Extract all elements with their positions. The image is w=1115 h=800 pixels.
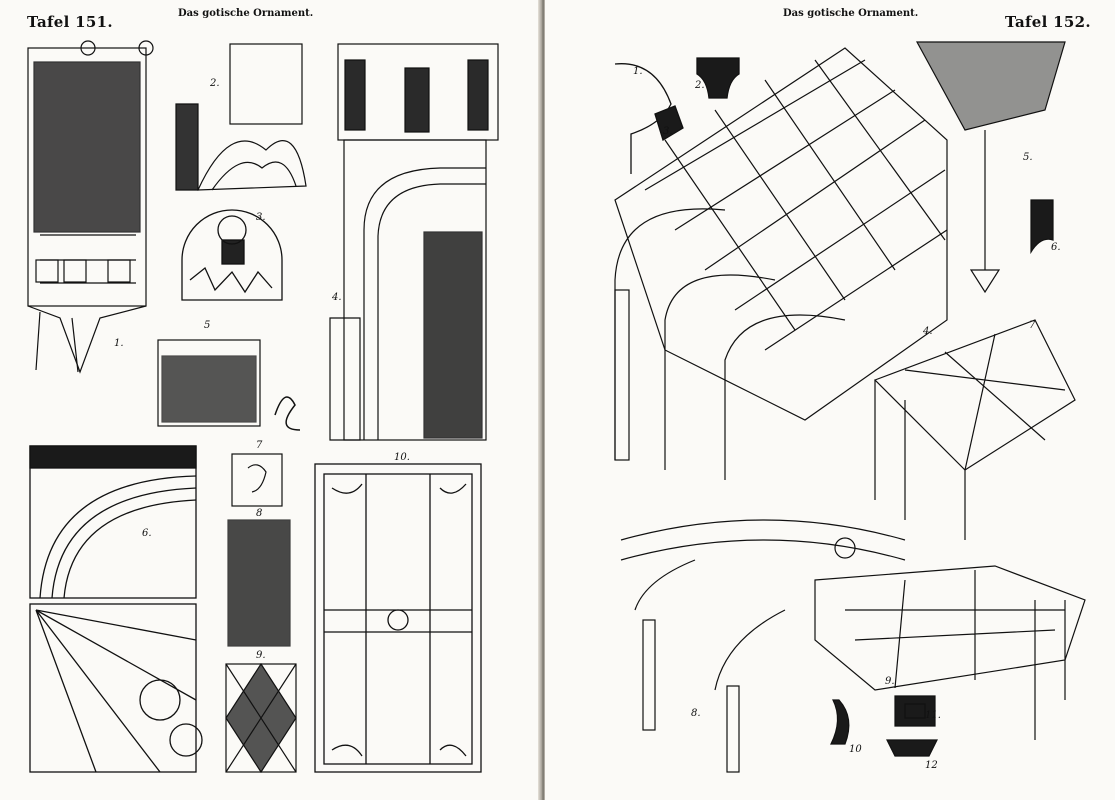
book-gutter [538,0,548,800]
fig-number: 5 [204,320,211,331]
bracket-illustration [915,41,1066,294]
vault-spandrel-illustration [29,445,203,773]
moulding-profiles-illustration [614,57,740,174]
fig-number: 6. [142,528,152,539]
small-panels-illustration [225,453,297,774]
fig-number: 3. [256,212,266,223]
right-page: Das gotische Ornament. Tafel 152. [545,0,1115,800]
casket-illustration [157,339,301,431]
fig-number: 8. [691,708,701,719]
hammerbeam-roof-illustration [614,47,948,480]
fig-number: 7 [1029,320,1036,331]
fig-number: 6. [1051,242,1061,253]
rosette-illustration [181,209,283,301]
portal-illustration [329,43,499,441]
plate-label-left: Tafel 151. [27,13,113,31]
pinnacle-illustration [175,43,307,191]
timber-ceiling-illustration [620,519,906,773]
fig-number: 9. [885,676,895,687]
left-page: Tafel 151. Das gotische Ornament. [0,0,540,800]
fig-number: 12 [925,760,938,771]
fig-number: 9. [256,650,266,661]
fig-number: 1. [633,66,643,77]
fig-number: 4. [332,292,342,303]
fig-number: 2. [695,80,705,91]
fig-number: 8 [256,508,263,519]
oriel-window-illustration [27,40,154,374]
fig-number: 2. [210,78,220,89]
fig-number: 5. [1023,152,1033,163]
tracery-panel-illustration [314,463,482,773]
fig-number: 3. [663,126,673,137]
fig-number: 1. [114,338,124,349]
roof-corner-illustration [873,319,1076,540]
running-head-right: Das gotische Ornament. [783,8,919,19]
right-plate-illustrations [614,41,1086,773]
fig-number: 4. [923,326,933,337]
plate-label-right: Tafel 152. [1005,13,1091,31]
running-head-left: Das gotische Ornament. [178,8,314,19]
fig-number: 11. [925,710,941,721]
fig-number: 7 [256,440,263,451]
fig-number: 10 [849,744,862,755]
left-plate-illustrations [27,40,499,774]
fig-number: 10. [394,452,410,463]
panelled-ceiling-illustration [814,565,1086,757]
